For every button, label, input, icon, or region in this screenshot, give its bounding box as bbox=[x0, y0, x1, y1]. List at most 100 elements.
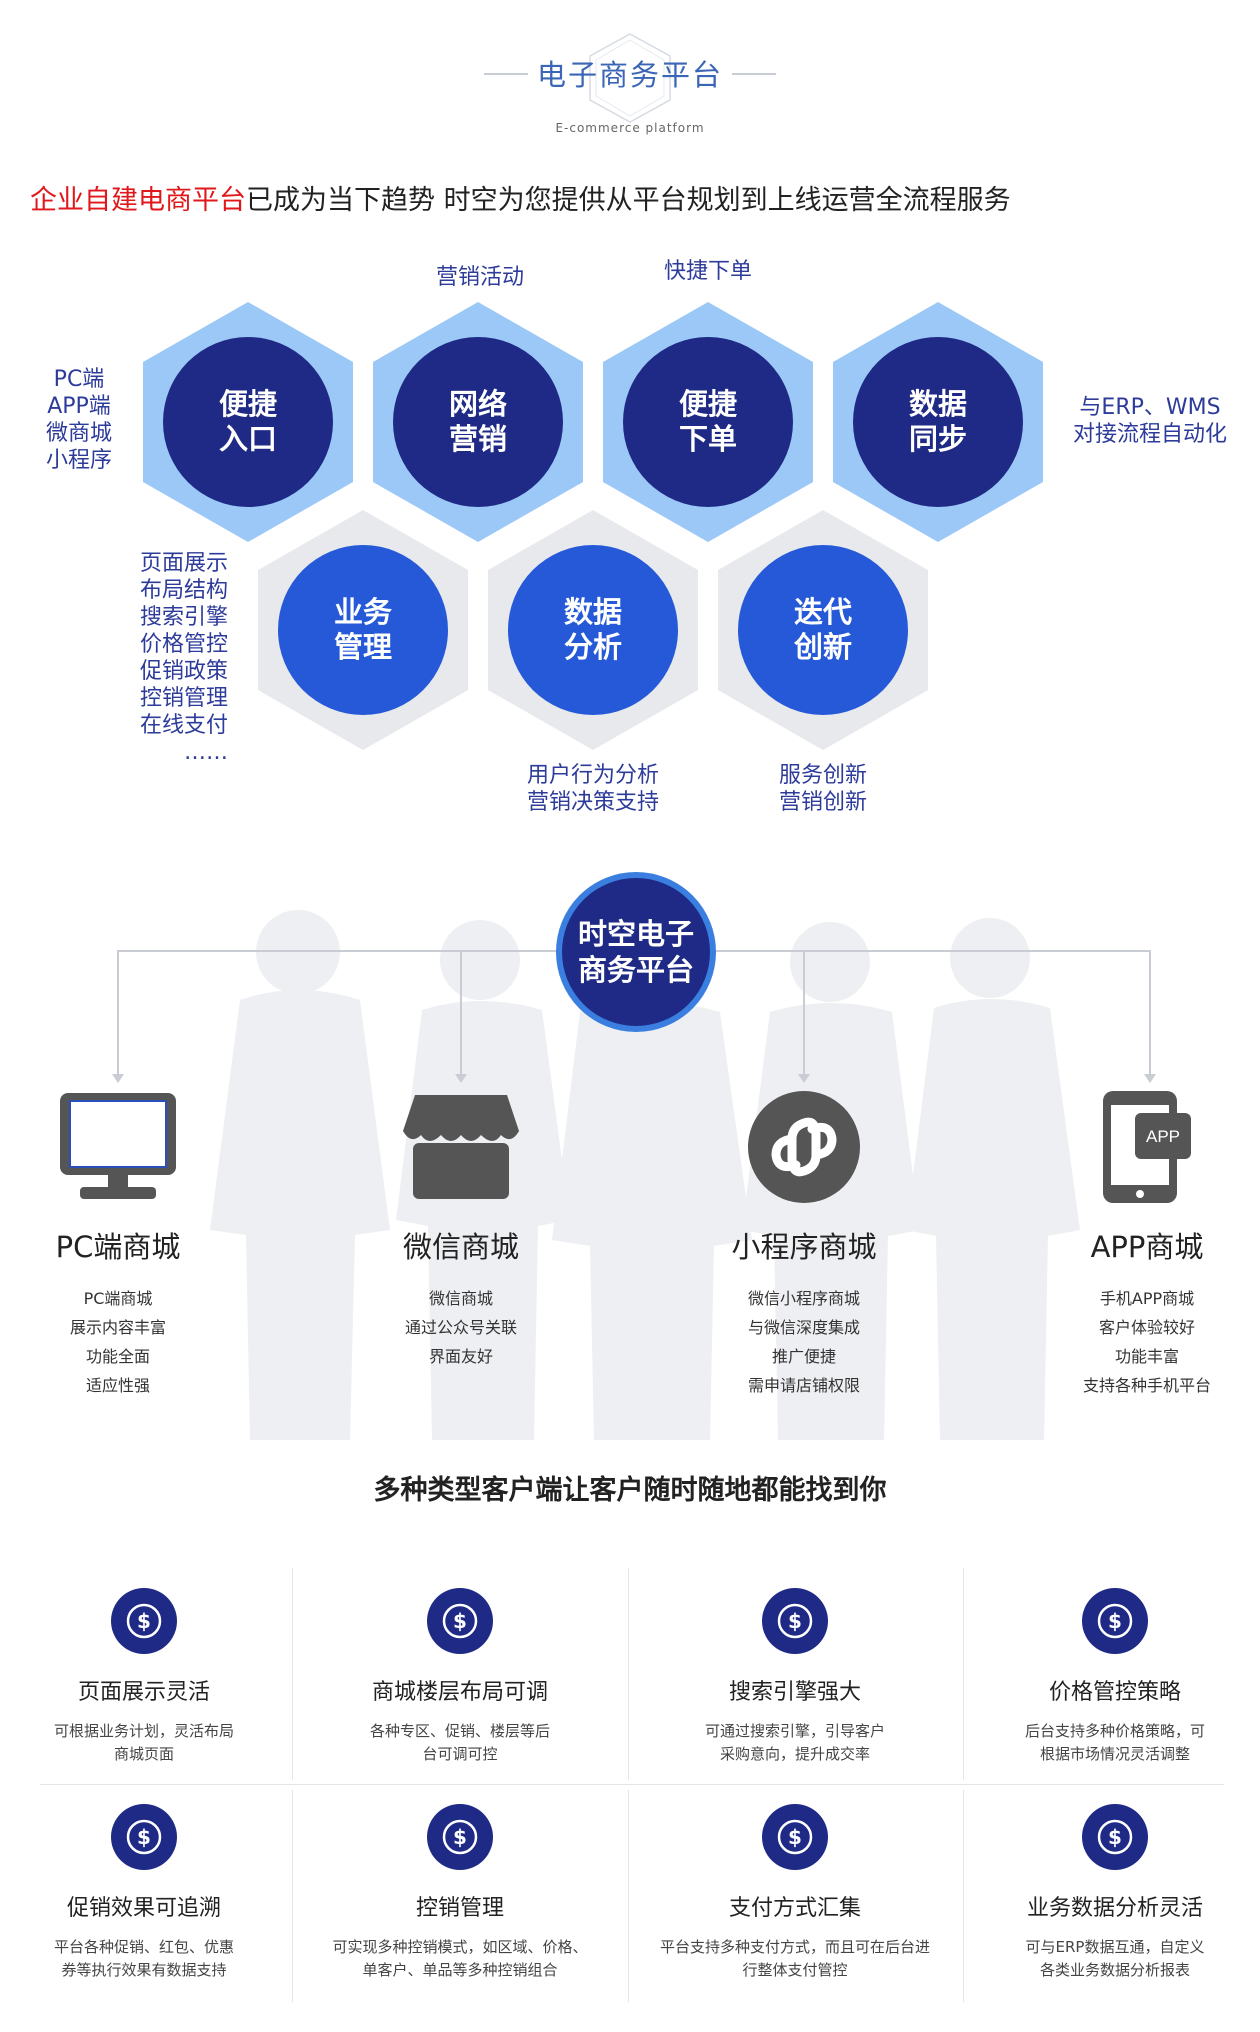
storefront-icon bbox=[403, 1095, 519, 1199]
note-business: 页面展示 布局结构 搜索引擎 价格管控 促销政策 控销管理 在线支付 …… bbox=[139, 551, 228, 765]
channel-miniprogram-lines: 微信小程序商城 与微信深度集成 推广便捷 需申请店铺权限 bbox=[747, 1289, 860, 1395]
app-icon-text: APP bbox=[1146, 1127, 1180, 1146]
hex-entry: 便捷 入口 bbox=[143, 302, 353, 542]
intro-highlight: 企业自建电商平台 bbox=[30, 185, 246, 216]
hex-order-label: 便捷 下单 bbox=[623, 337, 793, 507]
feature-desc: 可实现多种控销模式，如区域、价格、 单客户、单品等多种控销组合 bbox=[332, 1938, 588, 1979]
dollar-icon: $ bbox=[1082, 1588, 1148, 1654]
dollar-icon: $ bbox=[427, 1588, 493, 1654]
feature-desc: 可与ERP数据互通，自定义 各类业务数据分析报表 bbox=[1025, 1938, 1205, 1979]
feature-desc: 后台支持多种价格策略，可 根据市场情况灵活调整 bbox=[1024, 1722, 1205, 1763]
feature-title: 搜索引擎强大 bbox=[728, 1680, 861, 1705]
feature-title: 支付方式汇集 bbox=[728, 1896, 861, 1921]
platform-hub: 时空电子 商务平台 bbox=[556, 872, 716, 1032]
connector-wechat bbox=[460, 950, 462, 1078]
grid-divider bbox=[292, 1568, 293, 1780]
feature-desc: 可通过搜索引擎，引导客户 采购意向，提升成交率 bbox=[704, 1722, 885, 1763]
connector-app bbox=[1149, 950, 1151, 1078]
feature-title: 价格管控策略 bbox=[1048, 1680, 1181, 1705]
header-left-line bbox=[484, 73, 528, 75]
arrow-app-icon bbox=[1144, 1074, 1156, 1083]
svg-text:$: $ bbox=[453, 1825, 467, 1849]
note-analysis: 用户行为分析 营销决策支持 bbox=[526, 763, 659, 815]
dollar-icon: $ bbox=[111, 1804, 177, 1870]
feature-card: $ 页面展示灵活 可根据业务计划，灵活布局 商城页面 bbox=[0, 1588, 294, 1766]
phone-app-icon: APP bbox=[1103, 1091, 1191, 1203]
hex-marketing: 网络 营销 bbox=[373, 302, 583, 542]
arrow-pc-icon bbox=[112, 1074, 124, 1083]
connector-pc bbox=[117, 950, 119, 1078]
feature-card: $ 商城楼层布局可调 各种专区、促销、楼层等后 台可调可控 bbox=[310, 1588, 610, 1766]
svg-text:$: $ bbox=[1108, 1609, 1122, 1633]
feature-desc: 平台各种促销、红包、优惠 券等执行效果有数据支持 bbox=[53, 1938, 234, 1979]
miniprogram-icon bbox=[748, 1091, 860, 1203]
feature-title: 促销效果可追溯 bbox=[66, 1896, 221, 1921]
arrow-miniprogram-icon bbox=[798, 1074, 810, 1083]
section-title: 电子商务平台 bbox=[536, 58, 723, 92]
channel-pc: PC端商城 PC端商城 展示内容丰富 功能全面 适应性强 bbox=[0, 1082, 248, 1400]
channel-wechat-lines: 微信商城 通过公众号关联 界面友好 bbox=[404, 1289, 517, 1366]
grid-divider bbox=[292, 1790, 293, 2002]
grid-divider bbox=[963, 1568, 964, 1780]
channel-wechat-title: 微信商城 bbox=[402, 1230, 519, 1264]
svg-text:$: $ bbox=[137, 1825, 151, 1849]
hex-business-label: 业务 管理 bbox=[278, 545, 448, 715]
tagline: 多种类型客户端让客户随时随地都能找到你 bbox=[373, 1475, 887, 1506]
grid-divider bbox=[628, 1568, 629, 1780]
section-subtitle: E-commerce platform bbox=[555, 121, 705, 135]
note-innovation: 服务创新 营销创新 bbox=[778, 763, 867, 815]
note-entry: PC端 APP端 微商城 小程序 bbox=[45, 367, 112, 473]
note-order: 快捷下单 bbox=[663, 259, 752, 284]
feature-desc: 可根据业务计划，灵活布局 商城页面 bbox=[53, 1722, 234, 1763]
hex-analysis-label: 数据 分析 bbox=[508, 545, 678, 715]
feature-card: $ 业务数据分析灵活 可与ERP数据互通，自定义 各类业务数据分析报表 bbox=[965, 1804, 1260, 1982]
channel-app-lines: 手机APP商城 客户体验较好 功能丰富 支持各种手机平台 bbox=[1082, 1289, 1211, 1395]
connector-miniprogram bbox=[803, 950, 805, 1078]
dollar-icon: $ bbox=[427, 1804, 493, 1870]
svg-text:$: $ bbox=[137, 1609, 151, 1633]
hex-sync: 数据 同步 bbox=[833, 302, 1043, 542]
feature-title: 业务数据分析灵活 bbox=[1026, 1896, 1203, 1921]
channel-miniprogram: 小程序商城 微信小程序商城 与微信深度集成 推广便捷 需申请店铺权限 bbox=[674, 1082, 934, 1400]
intro-rest: 已成为当下趋势 时空为您提供从平台规划到上线运营全流程服务 bbox=[246, 185, 1011, 216]
grid-divider bbox=[963, 1790, 964, 2002]
channel-miniprogram-title: 小程序商城 bbox=[731, 1230, 877, 1264]
feature-card: $ 搜索引擎强大 可通过搜索引擎，引导客户 采购意向，提升成交率 bbox=[645, 1588, 945, 1766]
channel-app: APP APP商城 手机APP商城 客户体验较好 功能丰富 支持各种手机平台 bbox=[1017, 1082, 1260, 1400]
svg-text:$: $ bbox=[788, 1609, 802, 1633]
channel-wechat: 微信商城 微信商城 通过公众号关联 界面友好 bbox=[331, 1082, 591, 1371]
channel-pc-title: PC端商城 bbox=[55, 1230, 181, 1264]
grid-divider bbox=[40, 1784, 1224, 1785]
svg-text:$: $ bbox=[788, 1825, 802, 1849]
dollar-icon: $ bbox=[1082, 1804, 1148, 1870]
dollar-icon: $ bbox=[111, 1588, 177, 1654]
feature-desc: 平台支持多种支付方式，而且可在后台进 行整体支付管控 bbox=[659, 1938, 930, 1979]
hex-order: 便捷 下单 bbox=[603, 302, 813, 542]
hex-sync-label: 数据 同步 bbox=[853, 337, 1023, 507]
feature-card: $ 支付方式汇集 平台支持多种支付方式，而且可在后台进 行整体支付管控 bbox=[645, 1804, 945, 1982]
arrow-wechat-icon bbox=[455, 1074, 467, 1083]
hex-entry-label: 便捷 入口 bbox=[163, 337, 333, 507]
feature-title: 控销管理 bbox=[415, 1896, 504, 1921]
feature-title: 页面展示灵活 bbox=[77, 1680, 210, 1705]
svg-text:$: $ bbox=[453, 1609, 467, 1633]
feature-card: $ 价格管控策略 后台支持多种价格策略，可 根据市场情况灵活调整 bbox=[965, 1588, 1260, 1766]
svg-text:$: $ bbox=[1108, 1825, 1122, 1849]
feature-title: 商城楼层布局可调 bbox=[371, 1680, 548, 1705]
intro-text: 企业自建电商平台已成为当下趋势 时空为您提供从平台规划到上线运营全流程服务 bbox=[30, 178, 1011, 217]
hex-business: 业务 管理 bbox=[258, 510, 468, 750]
note-marketing: 营销活动 bbox=[435, 265, 524, 290]
hex-marketing-label: 网络 营销 bbox=[393, 337, 563, 507]
header-hexagon-decoration bbox=[582, 30, 678, 130]
header-right-line bbox=[732, 73, 776, 75]
feature-card: $ 促销效果可追溯 平台各种促销、红包、优惠 券等执行效果有数据支持 bbox=[0, 1804, 294, 1982]
feature-card: $ 控销管理 可实现多种控销模式，如区域、价格、 单客户、单品等多种控销组合 bbox=[310, 1804, 610, 1982]
monitor-icon bbox=[60, 1093, 176, 1199]
channel-pc-lines: PC端商城 展示内容丰富 功能全面 适应性强 bbox=[69, 1289, 166, 1395]
hex-analysis: 数据 分析 bbox=[488, 510, 698, 750]
grid-divider bbox=[628, 1790, 629, 2002]
hex-innovation-label: 迭代 创新 bbox=[738, 545, 908, 715]
hex-innovation: 迭代 创新 bbox=[718, 510, 928, 750]
channel-app-title: APP商城 bbox=[1090, 1230, 1204, 1264]
dollar-icon: $ bbox=[762, 1804, 828, 1870]
